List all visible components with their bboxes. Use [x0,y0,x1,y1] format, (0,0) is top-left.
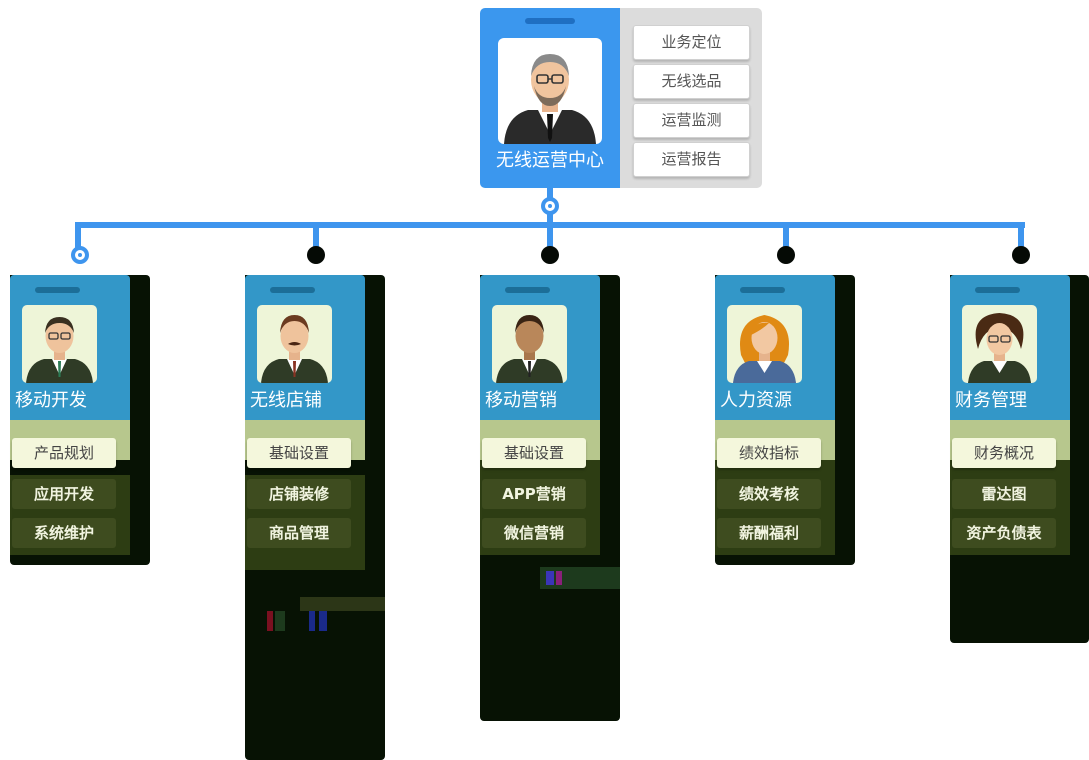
badge-slot [270,287,315,293]
branch-node-dot [541,246,559,264]
duty-button[interactable]: 运营监测 [633,103,750,138]
badge-slot [505,287,550,293]
branch-node-dot [777,246,795,264]
branch-connector [783,224,789,250]
center-node-dot [541,197,559,215]
center-name: 无线运营中心 [496,150,604,171]
center-header: 无线运营中心 [480,8,620,188]
department-item[interactable]: 薪酬福利 [717,518,821,548]
department-name: 移动营销 [485,390,557,411]
department-item[interactable]: 雷达图 [952,479,1056,509]
department-name: 财务管理 [955,390,1027,411]
department-item[interactable]: 财务概况 [952,438,1056,468]
department-item[interactable]: APP营销 [482,479,586,509]
glitch-artifact [267,611,273,631]
department-header: 无线店铺 [245,275,365,420]
department-item[interactable]: 微信营销 [482,518,586,548]
department-item[interactable]: 基础设置 [482,438,586,468]
department-name: 移动开发 [15,390,87,411]
department-header: 移动营销 [480,275,600,420]
center-duty-panel: 业务定位 无线选品 运营监测 运营报告 [620,8,762,188]
woman-orange-hair-icon [727,305,802,383]
man-dark-skin-icon [492,305,567,383]
department-name: 无线店铺 [250,390,322,411]
department-header: 移动开发 [10,275,130,420]
branch-connector [313,224,319,250]
department-item[interactable]: 店铺装修 [247,479,351,509]
branch-connector [547,224,553,250]
duty-button[interactable]: 运营报告 [633,142,750,177]
duty-button[interactable]: 无线选品 [633,64,750,99]
branch-node-dot [307,246,325,264]
branch-connector [75,224,81,250]
woman-glasses-icon [962,305,1037,383]
department-item[interactable]: 系统维护 [12,518,116,548]
department-item[interactable]: 基础设置 [247,438,351,468]
badge-slot [975,287,1020,293]
glitch-artifact [546,571,554,585]
glitch-artifact [300,597,385,611]
glitch-artifact [556,571,562,585]
businessman-glasses-beard-icon [498,38,602,144]
branch-connector [1018,224,1024,250]
department-header: 财务管理 [950,275,1070,420]
branch-node-dot [1012,246,1030,264]
badge-slot [740,287,785,293]
department-item[interactable]: 绩效指标 [717,438,821,468]
department-item[interactable]: 绩效考核 [717,479,821,509]
department-item[interactable]: 资产负债表 [952,518,1056,548]
glitch-artifact [309,611,315,631]
department-header: 人力资源 [715,275,835,420]
glitch-artifact [319,611,327,631]
man-glasses-icon [22,305,97,383]
department-item[interactable]: 应用开发 [12,479,116,509]
department-item[interactable]: 商品管理 [247,518,351,548]
badge-slot [35,287,80,293]
badge-slot [525,18,575,24]
duty-button[interactable]: 业务定位 [633,25,750,60]
center-node: 无线运营中心 业务定位 无线选品 运营监测 运营报告 [480,8,762,188]
department-name: 人力资源 [720,390,792,411]
branch-node-dot [71,246,89,264]
department-item[interactable]: 产品规划 [12,438,116,468]
glitch-artifact [275,611,285,631]
man-mustache-icon [257,305,332,383]
